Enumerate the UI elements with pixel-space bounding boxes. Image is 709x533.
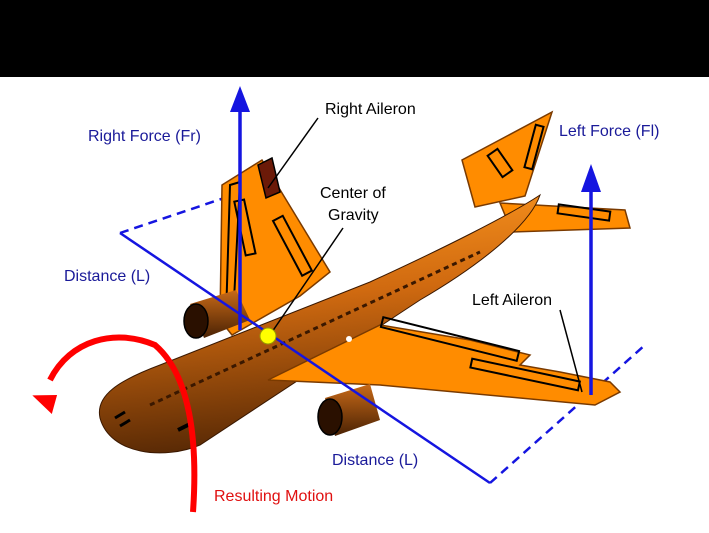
- left-aileron-pointer: [559, 309, 583, 393]
- vertical-tail: [461, 110, 554, 208]
- fuselage: [98, 193, 541, 454]
- resulting-motion-arrow: [32, 334, 198, 513]
- header-band: [0, 0, 709, 77]
- left-force-arrow: [581, 164, 601, 395]
- center-of-gravity-label-line1: Center of: [320, 185, 386, 202]
- left-force-label: Left Force (Fl): [559, 123, 660, 140]
- right-force-arrow: [230, 86, 250, 330]
- left-aileron-label: Left Aileron: [472, 292, 553, 309]
- right-aileron-label: Right Aileron: [325, 101, 416, 118]
- center-of-gravity-dot: [259, 327, 277, 345]
- center-of-gravity-label-line2: Gravity: [328, 207, 379, 224]
- right-aileron-pointer: [267, 117, 319, 189]
- distance-bottom-label: Distance (L): [332, 452, 419, 469]
- resulting-motion-label: Resulting Motion: [214, 488, 334, 505]
- left-engine: [317, 384, 380, 436]
- left-dashed-line: [489, 344, 646, 484]
- distance-left-label: Distance (L): [64, 268, 151, 285]
- cg-pointer: [271, 227, 344, 333]
- small-white-dot: [346, 336, 352, 342]
- left-wing: [267, 316, 622, 406]
- right-force-label: Right Force (Fr): [88, 128, 201, 145]
- distance-axis-line: [119, 231, 491, 485]
- right-engine: [183, 290, 250, 339]
